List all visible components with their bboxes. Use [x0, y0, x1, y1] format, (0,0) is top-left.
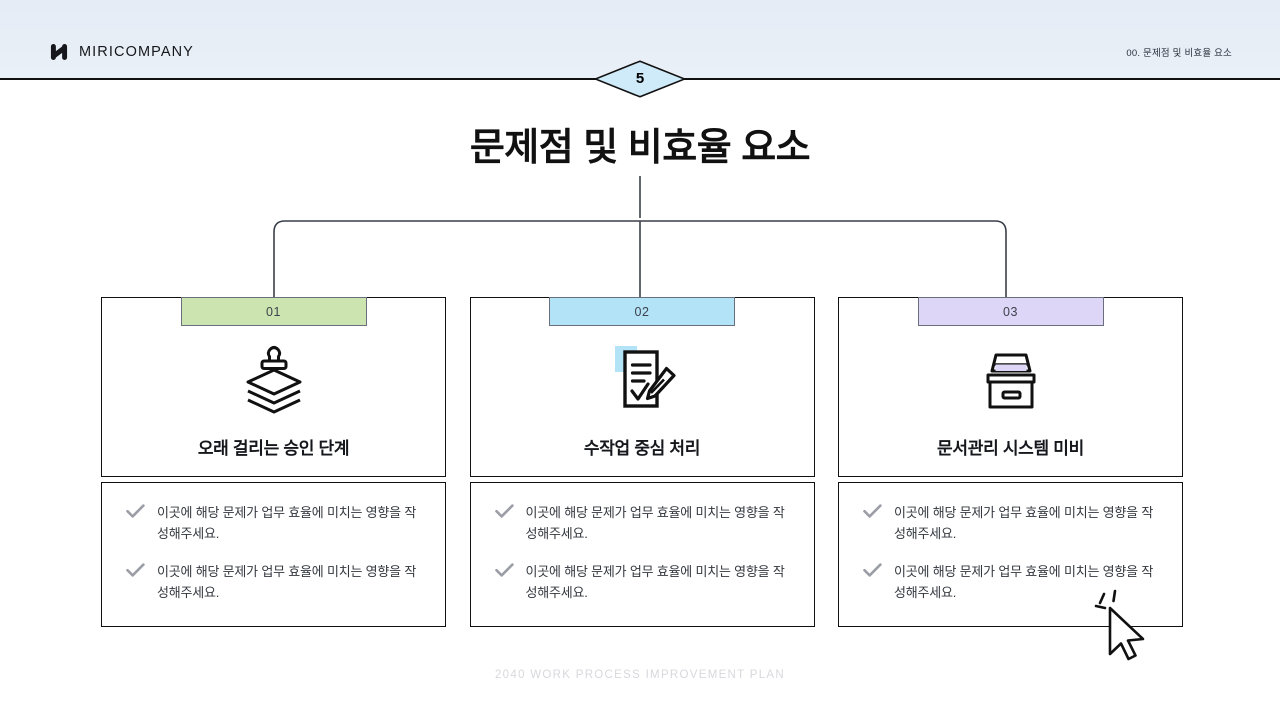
card-01-bullet-1: 이곳에 해당 문제가 업무 효율에 미치는 영향을 작성해주세요.	[126, 502, 427, 544]
card-03-number-badge: 03	[917, 297, 1104, 326]
brand-logo[interactable]: MIRICOMPANY	[48, 41, 194, 63]
card-02-icon-slot	[471, 327, 814, 434]
card-02[interactable]: 02 수작업 중심 처리	[469, 297, 815, 627]
card-01-bullets-box: 이곳에 해당 문제가 업무 효율에 미치는 영향을 작성해주세요. 이곳에 해당…	[101, 482, 446, 627]
card-01-header-box: 01 오래 걸리는 승인 단계	[101, 297, 446, 477]
card-02-title: 수작업 중심 처리	[583, 439, 701, 458]
card-02-bullet-1-text: 이곳에 해당 문제가 업무 효율에 미치는 영향을 작성해주세요.	[525, 505, 785, 542]
page-number-badge: 5	[593, 60, 687, 98]
card-02-number-badge: 02	[549, 297, 735, 326]
card-row: 01 오래 걸리는 승인 단계	[101, 297, 1183, 627]
check-icon	[863, 563, 882, 577]
card-02-bullet-1: 이곳에 해당 문제가 업무 효율에 미치는 영향을 작성해주세요.	[494, 502, 796, 544]
card-01-icon-slot	[102, 327, 445, 434]
slide-footer: 2040 WORK PROCESS IMPROVEMENT PLAN	[494, 669, 786, 681]
diamond-shape-icon	[593, 60, 687, 98]
card-02-bullet-2: 이곳에 해당 문제가 업무 효율에 미치는 영향을 작성해주세요.	[494, 561, 796, 603]
card-01[interactable]: 01 오래 걸리는 승인 단계	[101, 297, 446, 627]
card-01-bullet-2: 이곳에 해당 문제가 업무 효율에 미치는 영향을 작성해주세요.	[126, 561, 427, 603]
check-icon	[126, 563, 145, 577]
card-03-number-text: 03	[1002, 304, 1019, 319]
file-drawer-box-icon	[986, 353, 1035, 408]
miricompany-logo-mark-icon	[50, 44, 68, 60]
card-01-title: 오래 걸리는 승인 단계	[197, 439, 350, 458]
card-01-number-text: 01	[265, 304, 282, 319]
card-03[interactable]: 03 문서관리 시스템 미비	[838, 297, 1183, 627]
card-03-bullet-2-text: 이곳에 해당 문제가 업무 효율에 미치는 영향을 작성해주세요.	[894, 564, 1154, 601]
check-icon	[863, 504, 882, 518]
card-01-number-badge: 01	[180, 297, 367, 326]
page-title: 문제점 및 비효율 요소	[469, 127, 811, 169]
card-03-title: 문서관리 시스템 미비	[937, 439, 1084, 458]
check-icon	[126, 504, 145, 518]
card-02-header-box: 02 수작업 중심 처리	[469, 297, 815, 477]
card-03-bullet-1-text: 이곳에 해당 문제가 업무 효율에 미치는 영향을 작성해주세요.	[894, 505, 1154, 542]
stamp-on-documents-icon	[246, 345, 301, 413]
brand-logo-text: MIRICOMPANY	[79, 44, 194, 60]
card-03-bullet-1: 이곳에 해당 문제가 업무 효율에 미치는 영향을 작성해주세요.	[863, 502, 1164, 544]
card-01-bullet-2-text: 이곳에 해당 문제가 업무 효율에 미치는 영향을 작성해주세요.	[157, 564, 417, 601]
card-03-icon-slot	[839, 327, 1182, 434]
check-icon	[494, 563, 514, 577]
section-label: 00. 문제점 및 비효율 요소	[1126, 48, 1232, 59]
check-icon	[494, 504, 514, 518]
card-02-bullet-2-text: 이곳에 해당 문제가 업무 효율에 미치는 영향을 작성해주세요.	[525, 564, 785, 601]
card-01-bullet-1-text: 이곳에 해당 문제가 업무 효율에 미치는 영향을 작성해주세요.	[157, 505, 417, 542]
card-03-bullet-2: 이곳에 해당 문제가 업무 효율에 미치는 영향을 작성해주세요.	[863, 561, 1164, 603]
card-02-bullets-box: 이곳에 해당 문제가 업무 효율에 미치는 영향을 작성해주세요. 이곳에 해당…	[469, 482, 815, 627]
document-pen-checklist-icon	[615, 345, 676, 408]
card-03-bullets-box: 이곳에 해당 문제가 업무 효율에 미치는 영향을 작성해주세요. 이곳에 해당…	[838, 482, 1183, 627]
card-03-header-box: 03 문서관리 시스템 미비	[838, 297, 1183, 477]
page-number-text: 5	[635, 70, 645, 87]
connector-lines	[273, 176, 1007, 298]
card-02-number-text: 02	[634, 304, 650, 319]
mouse-arrow-click-cursor-icon	[1094, 589, 1145, 661]
